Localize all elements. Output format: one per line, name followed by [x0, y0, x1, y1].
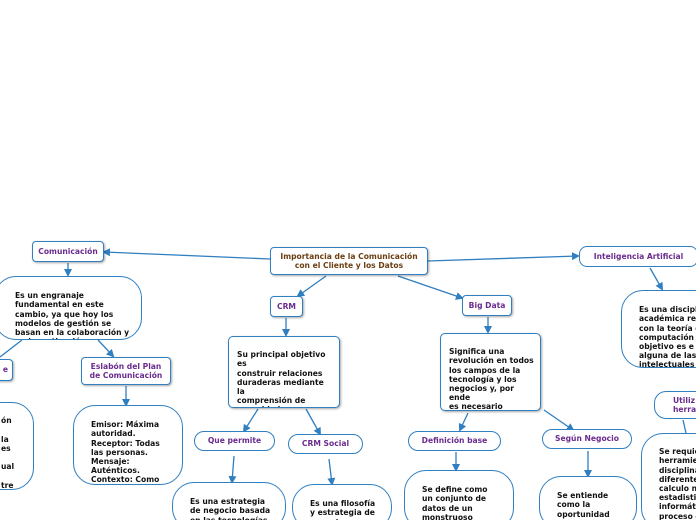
topic-utiliza-herramientas-label: Utiliz herra	[673, 395, 696, 414]
ia-text-body: Es una discipl académica rela con la teo…	[639, 305, 696, 368]
ia-text: Es una discipl académica rela con la teo…	[621, 290, 696, 368]
link-bdtext-segun	[543, 409, 575, 432]
topic-eslabon[interactable]: Eslabón del Plan de Comunicación	[81, 357, 171, 385]
topic-que-permite[interactable]: Que permite	[194, 431, 275, 451]
link-crmtext-quepermite	[242, 408, 259, 433]
topic-crm-social-label: CRM Social	[301, 439, 350, 449]
link-root-bigdata	[397, 275, 464, 300]
topic-left-partial-label: e	[2, 365, 8, 375]
crm-social-text-body: Es una filosofía y estrategia de negocio…	[310, 499, 376, 520]
link-utiliza-text	[682, 419, 687, 434]
topic-crm[interactable]: CRM	[270, 296, 303, 317]
topic-utiliza-herramientas[interactable]: Utiliz herra	[654, 391, 696, 419]
topic-segun-negocio[interactable]: Según Negocio	[542, 429, 632, 449]
topic-que-permite-label: Que permite	[207, 436, 262, 446]
eslabon-text: Emisor: Máxima autoridad. Receptor: Toda…	[73, 405, 183, 485]
comunicacion-description: Es un engranaje fundamental en este camb…	[0, 276, 142, 340]
que-permite-text-body: Es una estrategia de negocio basada en l…	[190, 497, 271, 520]
definicion-base-text: Se define como un conjunto de datos de u…	[404, 470, 514, 520]
topic-eslabon-label: Eslabón del Plan de Comunicación	[89, 361, 163, 380]
topic-inteligencia-artificial[interactable]: Inteligencia Artificial	[579, 246, 696, 267]
topic-segun-negocio-label: Según Negocio	[555, 434, 619, 444]
topic-crm-social[interactable]: CRM Social	[288, 434, 363, 454]
link-desc-eslabon	[97, 339, 115, 358]
link-desc-left	[0, 339, 23, 358]
left-partial-text-body: ón la es ual tre	[1, 416, 15, 490]
link-root-comunicacion	[102, 248, 271, 260]
eslabon-text-body: Emisor: Máxima autoridad. Receptor: Toda…	[91, 420, 160, 485]
crm-social-text: Es una filosofía y estrategia de negocio…	[292, 484, 392, 520]
left-partial-text: ón la es ual tre	[0, 402, 34, 490]
comunicacion-description-text: Es un engranaje fundamental en este camb…	[15, 291, 130, 339]
definicion-base-text-body: Se define como un conjunto de datos de u…	[422, 485, 488, 520]
topic-inteligencia-artificial-label: Inteligencia Artificial	[593, 251, 684, 261]
link-bdtext-definicion	[458, 412, 469, 432]
link-ia-text	[649, 267, 663, 291]
topic-comunicacion-label: Comunicación	[38, 246, 98, 256]
utiliza-text-body: Se requie herramie disciplina diferente …	[659, 447, 696, 520]
segun-negocio-text-body: Se entiende como la oportunidad que brin…	[557, 491, 610, 520]
topic-definicion-base[interactable]: Definición base	[408, 431, 501, 451]
root-topic[interactable]: Importancia de la Comunicación con el Cl…	[270, 247, 428, 275]
crm-text: Su principal objetivo es construir relac…	[228, 336, 340, 408]
utiliza-text: Se requie herramie disciplina diferente …	[641, 433, 696, 520]
link-crmsocial-text	[327, 458, 336, 486]
root-topic-label: Importancia de la Comunicación con el Cl…	[280, 251, 418, 270]
que-permite-text: Es una estrategia de negocio basada en l…	[172, 482, 286, 520]
link-root-crm	[296, 275, 327, 298]
link-quepermite-text	[228, 455, 237, 484]
topic-big-data[interactable]: Big Data	[462, 295, 512, 316]
link-crmtext-crmsocial	[305, 408, 321, 436]
big-data-text-body: Significa una revolución en todos los ca…	[449, 347, 534, 411]
topic-crm-label: CRM	[277, 301, 296, 311]
big-data-text: Significa una revolución en todos los ca…	[440, 333, 541, 411]
crm-text-body: Su principal objetivo es construir relac…	[237, 350, 326, 407]
topic-left-partial[interactable]: e	[0, 359, 13, 381]
topic-comunicacion[interactable]: Comunicación	[32, 241, 104, 262]
segun-negocio-text: Se entiende como la oportunidad que brin…	[539, 476, 637, 520]
link-root-ia	[427, 252, 580, 262]
topic-definicion-base-label: Definición base	[421, 436, 488, 446]
topic-big-data-label: Big Data	[468, 300, 506, 310]
